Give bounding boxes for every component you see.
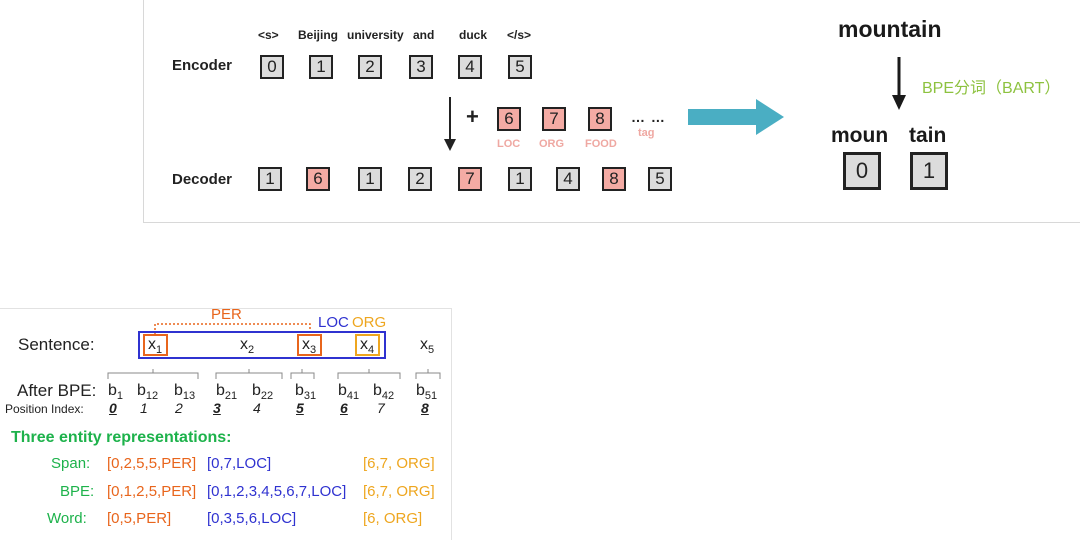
bpe-brackets [107,369,441,379]
position-index-label: Position Index: [5,402,84,416]
bpe-note: BPE分词（BART） [922,80,1061,97]
tag-id-box: 8 [588,107,612,131]
position-index: 6 [340,400,348,416]
down-arrow-icon [444,97,456,151]
decoder-id-box: 4 [556,167,580,191]
down-arrow-icon [892,57,906,110]
decoder-id-box: 7 [458,167,482,191]
decoder-id-box: 6 [306,167,330,191]
tag-name: LOC [497,138,521,150]
encoder-id-box: 1 [309,55,333,79]
encoder-token: </s> [507,28,532,42]
encoder-token: and [413,28,435,42]
rep-row-label: Word: [47,510,87,527]
sentence-label: Sentence: [18,335,95,354]
decoder-id-box: 1 [258,167,282,191]
word-x5: x5 [420,336,435,357]
loc-span-box [138,331,386,359]
bpe-piece: tain [909,124,947,147]
position-index: 0 [109,400,117,416]
subword-b51: b51 [416,382,438,403]
decoder-id-box: 8 [602,167,626,191]
tag-id-box: 7 [542,107,566,131]
decoder-label: Decoder [172,171,233,188]
position-index: 3 [213,400,221,416]
encoder-token: Beijing [298,28,339,42]
decoder-id-box: 1 [358,167,382,191]
rep-per-value: [0,5,PER] [107,510,172,527]
bpe-piece-id-box: 0 [843,152,881,190]
decoder-id-box: 2 [408,167,432,191]
position-index: 2 [175,400,183,416]
rep-per-value: [0,2,5,5,PER] [107,455,197,472]
word-x3: x3 [302,336,317,357]
rep-row-label: BPE: [60,483,95,500]
encoder-id-box: 3 [409,55,433,79]
subword-b21: b21 [216,382,238,403]
rep-row-label: Span: [51,455,91,472]
position-index: 7 [377,400,385,416]
decoder-id-box: 1 [508,167,532,191]
encoder-label: Encoder [172,57,233,74]
entity-representation-panel [0,308,452,540]
encoder-token: <s> [258,28,279,42]
rep-per-value: [0,1,2,5,PER] [107,483,197,500]
decoder-id-box: 5 [648,167,672,191]
org-label: ORG [352,314,387,331]
rep-loc-value: [0,7,LOC] [207,455,272,472]
subword-b13: b13 [174,382,196,403]
tag-more-label: tag [638,127,655,139]
plus-sign: + [466,104,479,129]
encoder-id-box: 4 [458,55,482,79]
rep-org-value: [6,7, ORG] [363,455,435,472]
org-word-box [355,334,380,356]
encoder-id-box: 0 [260,55,284,79]
word-x2: x2 [240,336,255,357]
subword-b31: b31 [295,382,317,403]
subword-b1: b1 [108,382,124,403]
bpe-piece: moun [831,124,889,147]
per-word-box [143,334,168,356]
encoder-token: university [347,28,404,42]
rep-org-value: [6, ORG] [363,510,423,527]
encoder-token: duck [459,28,488,42]
rep-loc-value: [0,3,5,6,LOC] [207,510,297,527]
encoder-id-box: 2 [358,55,382,79]
encoder-id-box: 5 [508,55,532,79]
loc-label: LOC [318,314,349,331]
representations-title: Three entity representations: [11,429,232,446]
tag-id-box: 6 [497,107,521,131]
tag-name: FOOD [585,138,617,150]
word-x1: x1 [148,336,163,357]
per-label: PER [211,306,242,323]
bpe-source-word: mountain [838,16,942,42]
subword-b12: b12 [137,382,159,403]
rep-org-value: [6,7, ORG] [363,483,435,500]
position-index: 5 [296,400,304,416]
position-index: 8 [421,400,429,416]
word-x4: x4 [360,336,375,357]
subword-b42: b42 [373,382,395,403]
tag-name: ORG [539,138,565,150]
rep-loc-value: [0,1,2,3,4,5,6,7,LOC] [207,483,347,500]
position-index: 4 [253,400,261,416]
subword-b41: b41 [338,382,360,403]
after-bpe-label: After BPE: [17,381,97,400]
per-word-box [297,334,322,356]
position-index: 1 [140,400,148,416]
more-tags-ellipsis: … … [631,109,666,125]
per-link [154,323,311,334]
right-arrow-icon [688,99,784,135]
subword-b22: b22 [252,382,274,403]
bpe-piece-id-box: 1 [910,152,948,190]
